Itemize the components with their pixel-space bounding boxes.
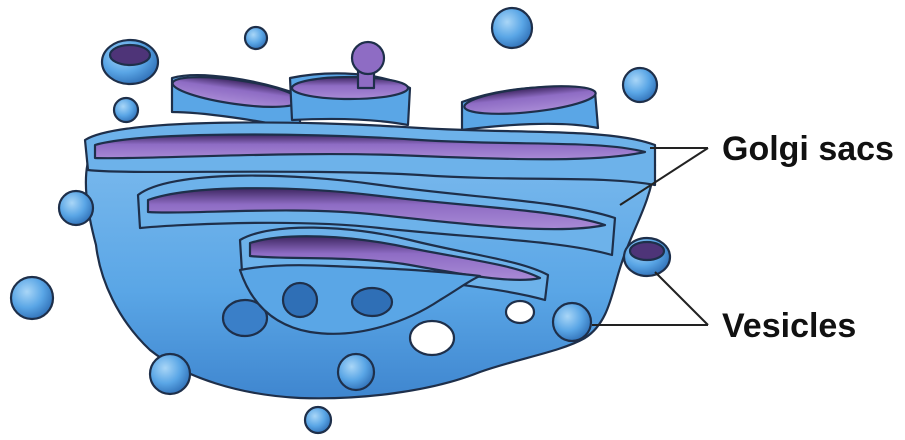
top-cisterna-left [171, 71, 301, 130]
vesicle [59, 191, 93, 225]
body-hole [410, 321, 454, 355]
fenestration [352, 288, 392, 316]
vesicle [11, 277, 53, 319]
vesicle [553, 303, 591, 341]
vesicle [245, 27, 267, 49]
vesicle-open-cup [102, 40, 158, 84]
vesicle [114, 98, 138, 122]
vesicle [150, 354, 190, 394]
label-golgi-sacs: Golgi sacs [722, 130, 894, 168]
fenestration [283, 283, 317, 317]
top-cisterna-right [462, 81, 598, 130]
vesicle [305, 407, 331, 433]
vesicle-open-cup [624, 238, 670, 276]
vesicle [623, 68, 657, 102]
vesicle [492, 8, 532, 48]
vesicle [338, 354, 374, 390]
top-cisterna-budding [290, 42, 410, 125]
body-hole [506, 301, 534, 323]
label-vesicles: Vesicles [722, 307, 856, 345]
